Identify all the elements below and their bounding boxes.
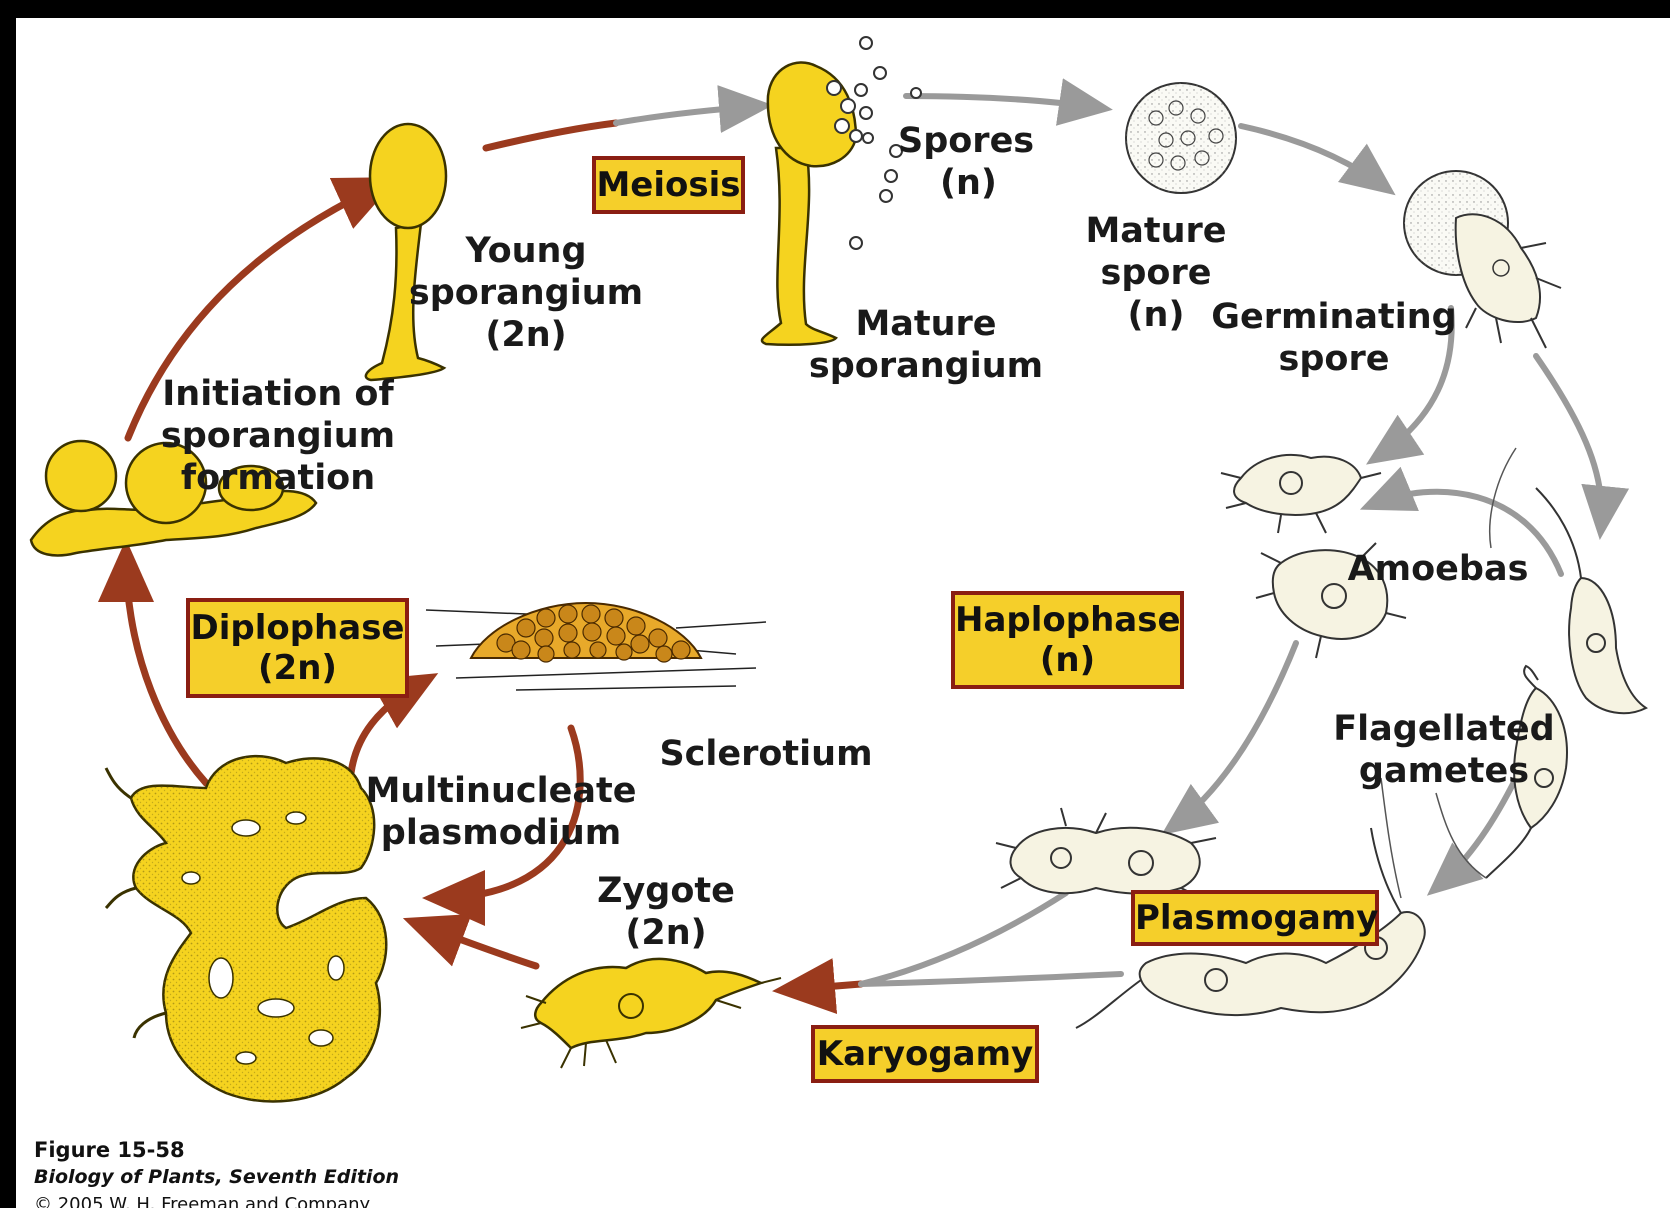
copyright: © 2005 W. H. Freeman and Company (34, 1194, 370, 1208)
arrow-young-to-meiosis (486, 123, 616, 148)
flagellated-gametes-label: Flagellated gametes (1333, 708, 1554, 792)
young-sporangium-label: Young sporangium (2n) (409, 230, 643, 356)
plasmodium (106, 756, 386, 1101)
arrow-karyogamy-to-zygote (786, 984, 861, 990)
arrow-gametes-to-plasmogamy (1436, 778, 1516, 888)
diplophase-box: Diplophase (2n) (186, 598, 409, 698)
initiation-label: Initiation of sporangium formation (161, 373, 395, 499)
arrow-meiosis-to-mature-sporangium (616, 106, 761, 123)
sclerotium (426, 603, 766, 690)
germinating-spore-label: Germinating spore (1211, 296, 1456, 380)
book-title: Biology of Plants, Seventh Edition (34, 1166, 399, 1188)
plasmogamy-box: Plasmogamy (1131, 890, 1379, 946)
arrow-germinating-to-gametes (1536, 356, 1602, 528)
mature-spore-label: Mature spore (n) (1085, 210, 1226, 336)
haplophase-box: Haplophase (n) (951, 591, 1184, 689)
multinucleate-plasmodium-label: Multinucleate plasmodium (366, 770, 637, 854)
spores-label: Spores (n) (898, 120, 1034, 204)
diagram-frame: Young sporangium (2n) Initiation of spor… (16, 18, 1670, 1208)
zygote (521, 959, 781, 1068)
arrow-spores-to-mature-spore (906, 96, 1101, 108)
meiosis-box: Meiosis (592, 156, 745, 214)
flagella-lines (1381, 448, 1516, 898)
figure-number: Figure 15-58 (34, 1138, 185, 1162)
mature-spore (1126, 83, 1236, 193)
amoebas-label: Amoebas (1348, 548, 1529, 590)
karyogamy-box: Karyogamy (811, 1025, 1039, 1083)
flagellated-gamete-cells (1486, 488, 1646, 878)
zygote-label: Zygote (2n) (597, 870, 735, 954)
arrow-mature-to-germinating (1241, 126, 1386, 188)
mature-sporangium-label: Mature sporangium (809, 303, 1043, 387)
arrow-amoebas-to-karyogamy (861, 893, 1066, 984)
arrow-zygote-to-plasmodium (416, 923, 536, 966)
arrow-amoebas-to-pair (1171, 643, 1296, 828)
sclerotium-label: Sclerotium (659, 733, 872, 775)
